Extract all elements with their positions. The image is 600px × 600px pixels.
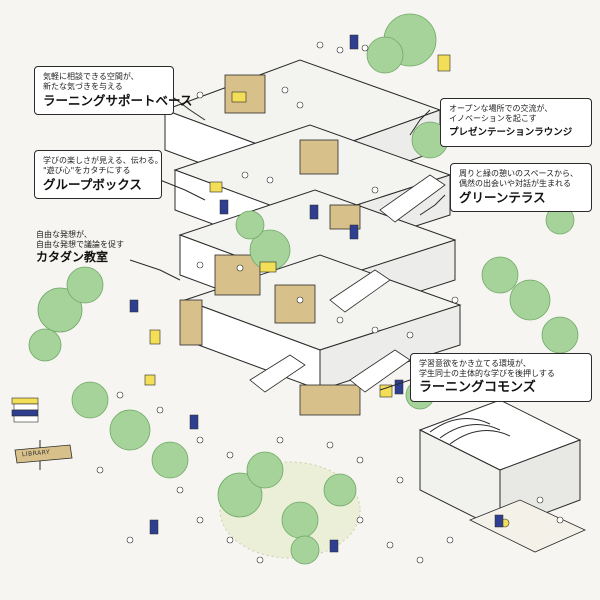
callout-subtitle: 偶然の出会いや対話が生まれる: [459, 179, 571, 188]
callout-title: カタダン教室: [36, 250, 109, 264]
callout-subtitle: 自由な発想で議論を促す: [36, 240, 124, 249]
callout-subtitle: オープンな場所での交流が、: [449, 104, 553, 113]
yellow-accents: [144, 54, 510, 528]
callout-leaders: [129, 94, 446, 391]
callout-subtitle: 新たな気づきを与える: [43, 82, 123, 91]
callout-group-box: 学びの楽しさが見える、伝わる。 "遊び心"をカタチにする グループボックス: [34, 150, 163, 199]
main-building: [163, 59, 462, 391]
callout-title: ラーニングサポートベース: [43, 93, 193, 108]
callout-subtitle: 学習意欲をかき立てる環境が、: [419, 359, 531, 368]
trees: [28, 13, 579, 565]
library-sign-icon: [14, 440, 73, 470]
callout-learning-commons: 学習意欲をかき立てる環境が、 学生同士の主体的な学びを後押しする ラーニングコモ…: [410, 353, 592, 402]
wood-boxes: [179, 74, 361, 416]
callout-subtitle: "遊び心"をカタチにする: [43, 166, 131, 175]
books-icon: [11, 397, 39, 423]
callout-green-terrace: 周りと緑の憩いのスペースから、 偶然の出会いや対話が生まれる グリーンテラス: [450, 163, 592, 212]
callout-title: プレゼンテーションラウンジ: [449, 127, 573, 138]
callout-subtitle: 学生同士の主体的な学びを後押しする: [419, 369, 555, 378]
callout-subtitle: イノベーションを起こす: [449, 114, 537, 123]
callout-subtitle: 学びの楽しさが見える、伝わる。: [43, 156, 163, 165]
crowd: [96, 41, 564, 564]
callout-learning-support-base: 気軽に相談できる空間が、 新たな気づきを与える ラーニングサポートベース: [34, 66, 193, 115]
callout-subtitle: 気軽に相談できる空間が、: [43, 72, 139, 81]
sports-court: [469, 499, 586, 553]
staircases: [249, 174, 446, 393]
callout-presentation-lounge: オープンな場所での交流が、 イノベーションを起こす プレゼンテーションラウンジ: [440, 98, 592, 147]
callout-subtitle: 周りと緑の憩いのスペースから、: [459, 169, 579, 178]
callout-title: グリーンテラス: [459, 190, 546, 205]
people-accents: [129, 34, 504, 553]
callout-subtitle: 自由な発想が、: [36, 230, 92, 239]
callout-title: ラーニングコモンズ: [419, 380, 536, 395]
callout-title: グループボックス: [43, 177, 142, 192]
callout-katadan-classroom: 自由な発想が、 自由な発想で議論を促す カタダン教室: [36, 230, 124, 265]
